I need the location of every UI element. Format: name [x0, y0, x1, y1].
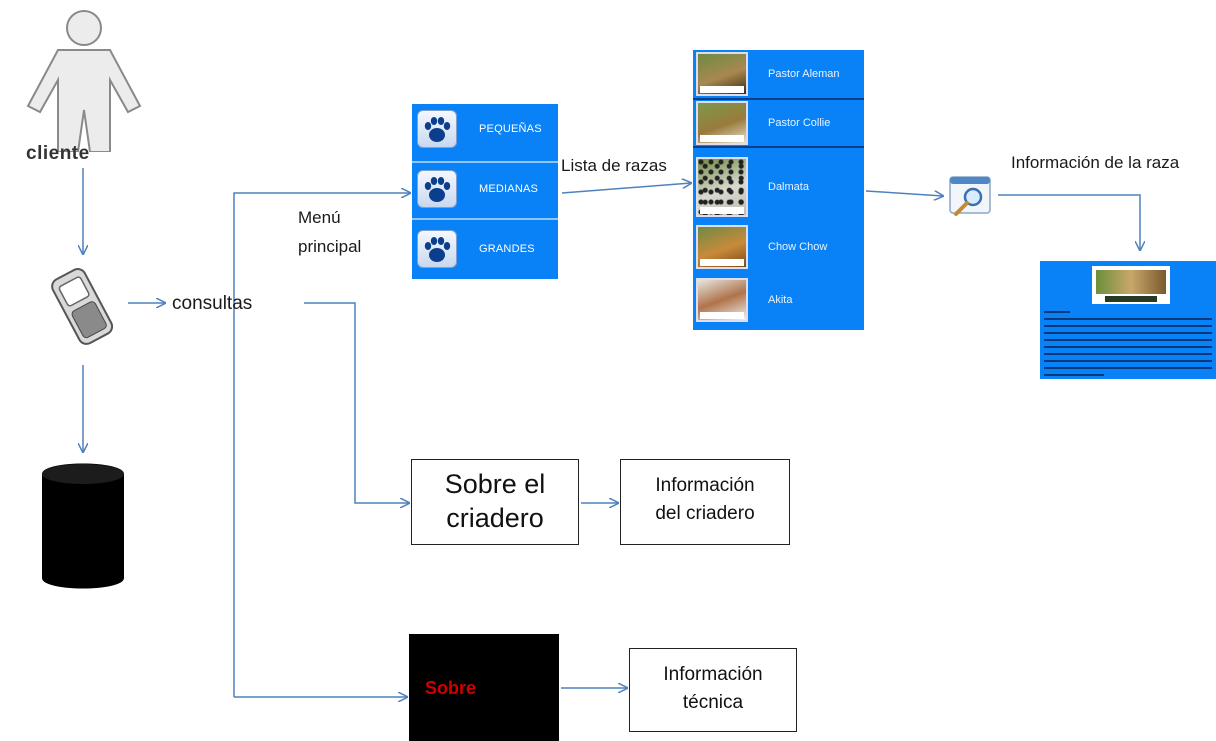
menu-divider: [412, 161, 558, 163]
menu-item-label: GRANDES: [479, 242, 535, 255]
sobre-criadero-line1: Sobre el: [444, 469, 546, 499]
breed-item-pastor-aleman[interactable]: Pastor Aleman: [693, 50, 864, 98]
breed-item-akita[interactable]: Akita: [693, 274, 864, 326]
dog-photo-thumbnail: [696, 278, 748, 322]
breed-item-pastor-collie[interactable]: Pastor Collie: [693, 100, 864, 146]
breed-item-label: Pastor Aleman: [768, 68, 840, 80]
menu-item-label: PEQUEÑAS: [479, 122, 542, 135]
informacion-raza-label: Información de la raza: [1011, 153, 1180, 172]
sobre-el-criadero-box[interactable]: Sobre el criadero: [411, 459, 579, 545]
breed-item-label: Dalmata: [768, 181, 809, 193]
breed-item-dalmata[interactable]: Dalmata: [693, 154, 864, 220]
database-cylinder-icon: [42, 463, 124, 589]
breed-list-panel: Pastor Aleman Pastor Collie Dalmata Chow…: [693, 50, 864, 330]
paw-print-icon: [417, 229, 457, 268]
breed-item-chow-chow[interactable]: Chow Chow: [693, 222, 864, 272]
informacion-tecnica-box: Información técnica: [629, 648, 797, 732]
sobre-criadero-line2: criadero: [446, 503, 544, 533]
info-criadero-line1: Información: [655, 475, 755, 496]
arrow-menu-to-breeds: [561, 183, 691, 194]
dog-photo: [1092, 266, 1170, 304]
magnifier-window-icon: [946, 175, 996, 219]
breed-item-label: Pastor Collie: [768, 117, 831, 129]
mobile-phone-icon: [51, 268, 114, 345]
arrow-search-to-info: [998, 194, 1140, 250]
dog-photo-thumbnail: [696, 52, 748, 96]
cliente-label: cliente: [26, 143, 90, 164]
breed-divider: [693, 146, 864, 148]
breed-info-panel: [1040, 261, 1216, 379]
dog-photo-thumbnail: [696, 225, 748, 269]
arrow-breeds-to-search: [865, 190, 943, 196]
menu-item-label: MEDIANAS: [479, 182, 539, 195]
consultas-label: consultas: [172, 293, 253, 314]
menu-panel: PEQUEÑAS MEDIANAS GRANDES: [412, 104, 558, 279]
menu-item-grandes[interactable]: GRANDES: [412, 224, 558, 273]
menu-item-medianas[interactable]: MEDIANAS: [412, 164, 558, 213]
menu-principal-label-line2: principal: [298, 237, 362, 256]
info-tecnica-line1: Información: [663, 664, 763, 685]
lista-de-razas-label: Lista de razas: [561, 156, 667, 175]
menu-divider: [412, 218, 558, 220]
menu-principal-label-line1: Menú: [298, 208, 341, 227]
info-criadero-line2: del criadero: [655, 503, 755, 524]
informacion-del-criadero-box: Información del criadero: [620, 459, 790, 545]
breed-item-label: Akita: [768, 294, 793, 306]
info-tecnica-line2: técnica: [682, 692, 744, 713]
arrow-to-sobre-criadero: [304, 302, 409, 503]
person-outline-icon: [26, 10, 142, 152]
arrow-consultas-to-menu: [233, 193, 410, 322]
dog-photo-thumbnail: [696, 157, 748, 217]
menu-item-pequenas[interactable]: PEQUEÑAS: [412, 104, 558, 153]
dog-photo-thumbnail: [696, 101, 748, 145]
sobre-box[interactable]: Sobre: [409, 634, 559, 741]
paw-print-icon: [417, 169, 457, 208]
breed-item-label: Chow Chow: [768, 241, 828, 253]
breed-divider: [693, 98, 864, 100]
paw-print-icon: [417, 109, 457, 148]
sobre-label: Sobre: [425, 678, 477, 698]
